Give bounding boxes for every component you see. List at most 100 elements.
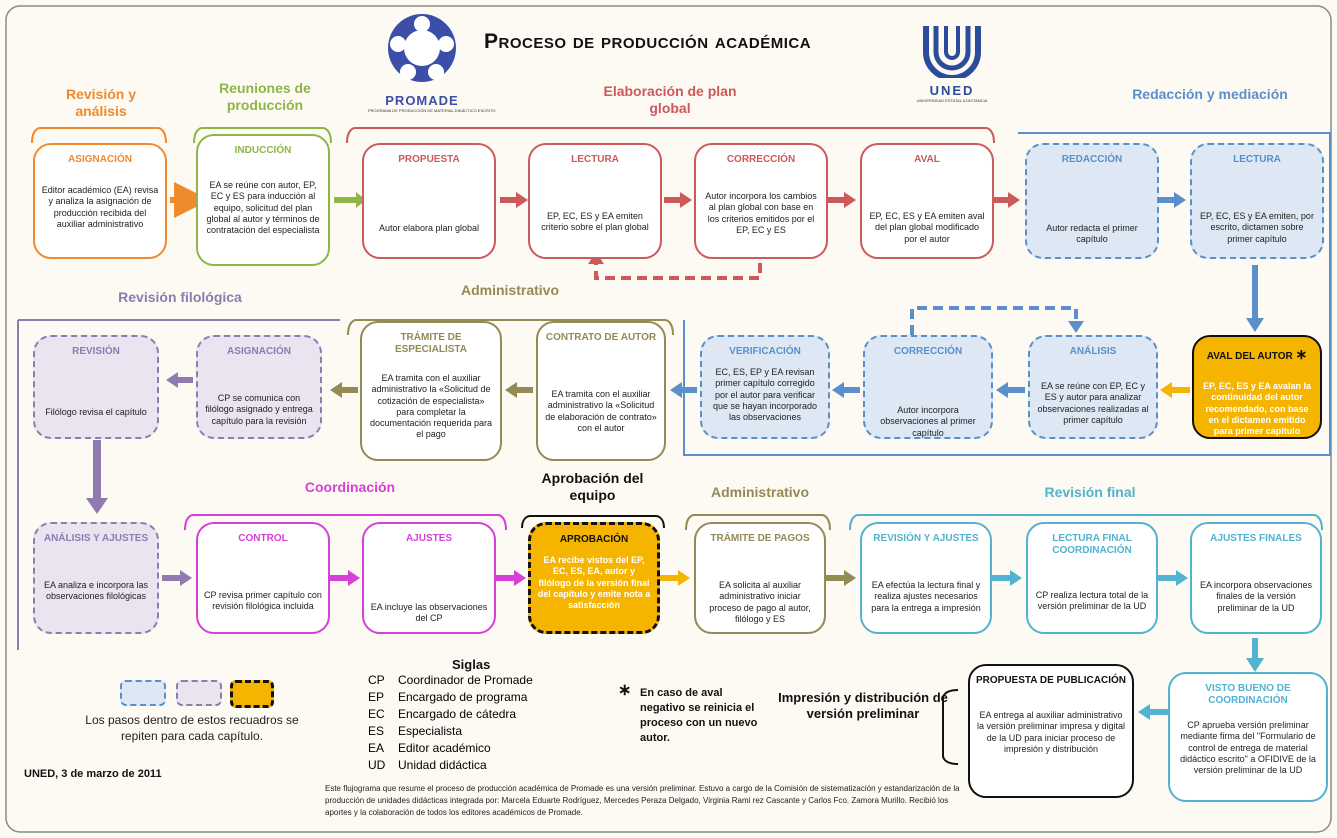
- box-text: EA tramita con el auxiliar administrativ…: [369, 373, 493, 440]
- promade-logo: PROMADE PROGRAMA DE PRODUCCIÓN DE MATERI…: [368, 10, 496, 113]
- box-title: PROPUESTA: [398, 154, 460, 165]
- box-revision-ajustes: REVISIÓN Y AJUSTES EA efectúa la lectura…: [860, 522, 992, 634]
- box-aval: AVAL EP, EC, ES y EA emiten aval del pla…: [860, 143, 994, 259]
- siglas-list: CP Coordinador de Promade EP Encargado de …: [368, 673, 588, 775]
- box-text: EA se reúne con EP, EC y ES y autor para…: [1037, 381, 1149, 425]
- box-title: APROBACIÓN: [559, 534, 629, 545]
- box-title: AJUSTES: [405, 533, 453, 544]
- box-tramite-especialista: TRÁMITE DE ESPECIALISTA EA tramita con e…: [360, 321, 502, 461]
- box-text: EA se reúne con autor, EP, EC y ES para …: [206, 180, 320, 235]
- box-revision: REVISIÓN Filólogo revisa el capítulo: [33, 335, 159, 439]
- box-title: LECTURA: [1233, 154, 1281, 165]
- box-text: EP, EC, ES y EA emiten, por escrito, dic…: [1200, 211, 1314, 244]
- box-ajustes: AJUSTES EA incluye las observaciones del…: [362, 522, 496, 634]
- box-correccion-plan: CORRECCIÓN Autor incorpora los cambios a…: [694, 143, 828, 259]
- box-title: REVISIÓN Y AJUSTES: [873, 533, 979, 544]
- legend-swatch-blue: [120, 680, 166, 706]
- box-title: CONTROL: [238, 533, 288, 544]
- box-visto-bueno: VISTO BUENO DE COORDINACIÓN CP aprueba v…: [1168, 672, 1328, 802]
- box-text: EP, EC, ES y EA emiten aval del plan glo…: [869, 211, 985, 244]
- sigla-row: ES Especialista: [368, 724, 588, 741]
- box-title: LECTURA: [571, 154, 619, 165]
- box-text: Filólogo revisa el capítulo: [45, 407, 147, 417]
- box-title: ASIGNACIÓN: [227, 346, 291, 357]
- box-title: ASIGNACIÓN: [68, 154, 132, 165]
- box-analisis: ANÁLISIS EA se reúne con EP, EC y ES y a…: [1028, 335, 1158, 439]
- promade-subtitle: PROGRAMA DE PRODUCCIÓN DE MATERIAL DIDÁC…: [368, 108, 496, 113]
- stage-revision-filologica: Revisión filológica: [118, 289, 242, 305]
- box-propuesta: PROPUESTA Autor elabora plan global: [362, 143, 496, 259]
- sigla-meaning: Unidad didáctica: [398, 758, 487, 772]
- asterisk-mark: ∗: [1295, 346, 1308, 362]
- box-lectura-capitulo: LECTURA EP, EC, ES y EA emiten, por escr…: [1190, 143, 1324, 259]
- box-text: EA incorpora observaciones finales de la…: [1199, 580, 1313, 613]
- sigla-row: CP Coordinador de Promade: [368, 673, 588, 690]
- box-induccion: INDUCCIÓN EA se reúne con autor, EP, EC …: [196, 134, 330, 266]
- box-title: TRÁMITE DE PAGOS: [710, 533, 810, 544]
- stage-elaboracion: Elaboración de plan global: [603, 83, 737, 116]
- box-ajustes-finales: AJUSTES FINALES EA incorpora observacion…: [1190, 522, 1322, 634]
- uned-wordmark: UNED: [929, 83, 975, 98]
- sigla-meaning: Especialista: [398, 724, 463, 738]
- legend-text: Los pasos dentro de estos recuadros se r…: [85, 713, 299, 744]
- box-text: EA tramita con el auxiliar administrativ…: [545, 389, 657, 433]
- sigla-code: ES: [368, 724, 385, 738]
- sigla-code: EC: [368, 707, 385, 721]
- sigla-meaning: Coordinador de Promade: [398, 673, 533, 687]
- box-lectura-final: LECTURA FINAL COORDINACIÓN CP realiza le…: [1026, 522, 1158, 634]
- uned-subtitle: UNIVERSIDAD ESTATAL A DISTANCIA: [916, 98, 988, 103]
- sigla-code: CP: [368, 673, 385, 687]
- box-analisis-ajustes: ANÁLISIS Y AJUSTES EA analiza e incorpor…: [33, 522, 159, 634]
- asterisk-note: En caso de aval negativo se reinicia el …: [640, 687, 758, 744]
- box-text: EA entrega al auxiliar administrativo la…: [976, 710, 1126, 754]
- box-redaccion: REDACCIÓN Autor redacta el primer capítu…: [1025, 143, 1159, 259]
- sigla-meaning: Encargado de cátedra: [398, 707, 517, 721]
- box-aval-autor: AVAL DEL AUTOR ∗ EP, EC, ES y EA avalan …: [1192, 335, 1322, 439]
- legend-swatch-purple: [176, 680, 222, 706]
- box-verificacion: VERIFICACIÓN EC, ES, EP y EA revisan pri…: [700, 335, 830, 439]
- box-text: Autor elabora plan global: [378, 223, 480, 233]
- box-title: ANÁLISIS: [1069, 346, 1117, 357]
- box-asignacion: ASIGNACIÓN Editor académico (EA) revisa …: [33, 143, 167, 259]
- box-title: LECTURA FINAL COORDINACIÓN: [1052, 533, 1132, 556]
- box-text: EA analiza e incorpora las observaciones…: [43, 580, 149, 602]
- box-text: EA solicita al auxiliar administrativo i…: [709, 580, 811, 624]
- sigla-meaning: Encargado de programa: [398, 690, 528, 704]
- box-text: CP revisa primer capítulo con revisión f…: [204, 590, 322, 612]
- box-lectura-plan: LECTURA EP, EC, ES y EA emiten criterio …: [528, 143, 662, 259]
- sigla-meaning: Editor académico: [398, 741, 491, 755]
- sigla-row: EP Encargado de programa: [368, 690, 588, 707]
- box-text: Autor redacta el primer capítulo: [1046, 223, 1138, 245]
- box-text: Editor académico (EA) revisa y analiza l…: [41, 185, 159, 229]
- box-asignacion-filologo: ASIGNACIÓN CP se comunica con filólogo a…: [196, 335, 322, 439]
- stage-coordinacion: Coordinación: [304, 479, 396, 495]
- box-title: CORRECCIÓN: [893, 346, 963, 357]
- box-title: AVAL DEL AUTOR ∗: [1194, 346, 1320, 363]
- box-propuesta-publicacion: PROPUESTA DE PUBLICACIÓN EA entrega al a…: [968, 664, 1134, 798]
- sigla-code: EP: [368, 690, 385, 704]
- box-title: TRÁMITE DE ESPECIALISTA: [394, 332, 468, 355]
- sigla-row: EC Encargado de cátedra: [368, 707, 588, 724]
- stage-impresion: Impresión y distribución de versión prel…: [778, 690, 948, 721]
- box-title: INDUCCIÓN: [234, 145, 292, 156]
- asterisk-note-mark: ∗: [618, 682, 632, 699]
- box-text: EA incluye las observaciones del CP: [370, 602, 488, 624]
- sigla-code: EA: [368, 741, 385, 755]
- box-tramite-pagos: TRÁMITE DE PAGOS EA solicita al auxiliar…: [694, 522, 826, 634]
- stage-aprobacion-equipo: Aprobación del equipo: [541, 470, 644, 503]
- box-title: VISTO BUENO DE COORDINACIÓN: [1205, 683, 1291, 706]
- box-title: CORRECCIÓN: [726, 154, 796, 165]
- box-title: REDACCIÓN: [1061, 154, 1123, 165]
- siglas-title: Siglas: [452, 657, 491, 672]
- stage-revision-final: Revisión final: [1044, 484, 1136, 500]
- box-text: EP, EC, ES y EA emiten criterio sobre el…: [541, 211, 649, 233]
- box-text: Autor incorpora los cambios al plan glob…: [705, 191, 817, 235]
- box-text: EA efectúa la lectura final y realiza aj…: [871, 580, 981, 613]
- box-title: AVAL: [914, 154, 940, 165]
- date-label: UNED, 3 de marzo de 2011: [24, 768, 162, 780]
- stage-redaccion: Redacción y mediación: [1132, 86, 1288, 102]
- box-text: EC, ES, EP y EA revisan primer capítulo …: [712, 367, 818, 422]
- stage-administrativo-2: Administrativo: [710, 484, 809, 500]
